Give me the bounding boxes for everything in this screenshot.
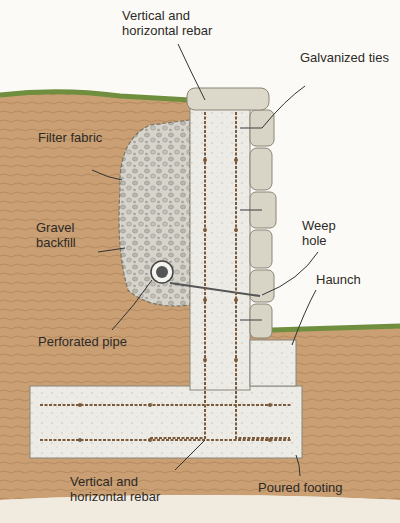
part-label: Vertical and horizontal rebar xyxy=(70,474,195,504)
part-label: Galvanized ties xyxy=(300,50,390,65)
part-label: Perforated pipe xyxy=(38,334,148,349)
part-label: Vertical and horizontal rebar xyxy=(122,8,247,38)
part-label: Filter fabric xyxy=(38,130,108,145)
part-label: Poured footing xyxy=(258,480,388,495)
part-label: Haunch xyxy=(316,272,386,287)
part-label: Weep hole xyxy=(302,218,362,248)
part-label: Gravel backfill xyxy=(36,220,106,250)
